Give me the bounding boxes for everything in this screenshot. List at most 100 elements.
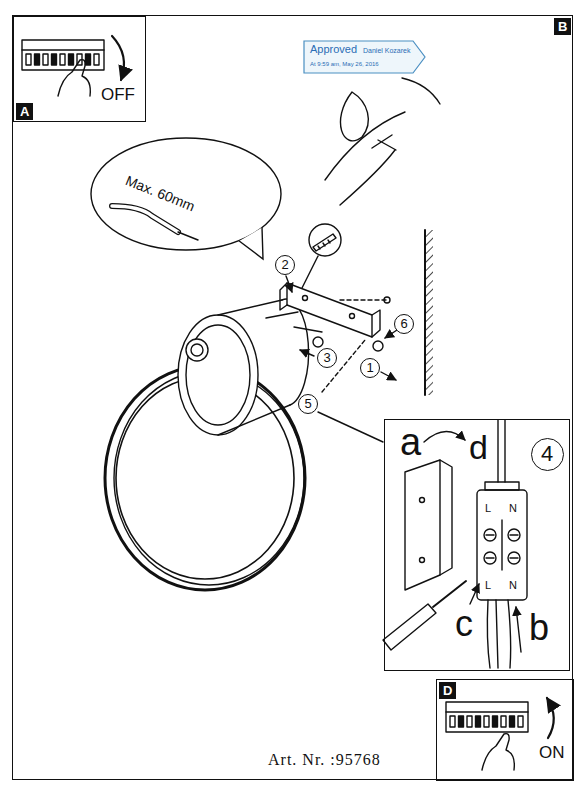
wall <box>425 230 433 395</box>
step-arrows <box>424 431 465 442</box>
detail-bracket <box>440 460 452 575</box>
detail-box: ad4LNLNcb <box>384 419 570 671</box>
breaker-switch <box>501 716 506 727</box>
screwdriver <box>383 581 466 650</box>
detail-bracket <box>420 498 425 503</box>
stamp-text: Approved <box>310 44 357 55</box>
mounting-bracket <box>385 330 397 338</box>
breaker-switch <box>459 716 464 727</box>
mounting-bracket <box>287 283 372 337</box>
breaker-switches <box>450 716 523 727</box>
step-letter: b <box>529 610 549 646</box>
wall-plug <box>318 240 330 249</box>
detail-bracket <box>405 460 440 590</box>
switch-state: ON <box>539 744 565 761</box>
mounting-bracket <box>280 283 287 310</box>
lamp-body <box>191 344 203 356</box>
terminal-block <box>510 534 518 535</box>
pen-sketch <box>372 135 396 150</box>
mounting-bracket <box>384 297 390 303</box>
stripped-wire <box>112 206 178 232</box>
bubble-tail <box>239 228 263 259</box>
wires <box>496 600 498 668</box>
mounting-bracket <box>266 312 298 318</box>
terminal-block <box>508 552 520 564</box>
approval-stamp: Approved Daniel Kozarek At 9:59 am, May 26… <box>304 41 425 73</box>
wall-plug <box>302 224 341 288</box>
step-panel: DON <box>436 679 574 781</box>
breaker-switch <box>52 54 57 65</box>
terminal-block <box>508 529 520 541</box>
dimension-label: Max. 60mm <box>124 173 197 213</box>
mounting-bracket <box>266 276 397 442</box>
breaker-switch <box>450 716 455 727</box>
breaker-switch <box>60 54 65 65</box>
lamp-body <box>178 315 258 435</box>
breaker-switch <box>510 716 515 727</box>
wall-plug <box>302 256 318 288</box>
mounting-bracket <box>286 276 292 292</box>
step-arrows <box>470 584 479 604</box>
turn-arrow <box>112 36 124 80</box>
pen-sketch <box>340 150 395 205</box>
pen-sketch <box>325 78 440 205</box>
article-number: Art. Nr. :95768 <box>268 752 381 768</box>
breaker-switch <box>493 716 498 727</box>
terminal-label: N <box>509 503 517 514</box>
pen-sketch <box>402 78 440 104</box>
step-panel: OFFA <box>13 16 146 122</box>
wires <box>497 420 498 482</box>
breaker-switch <box>467 716 472 727</box>
terminal-block <box>501 520 502 570</box>
stamp-text: Daniel Kozarek <box>363 47 410 54</box>
pen-sketch <box>325 112 405 180</box>
terminal-block <box>484 552 496 564</box>
breaker-switch <box>26 54 31 65</box>
terminal-label: N <box>509 580 517 591</box>
wall-plug <box>313 234 336 251</box>
callout-bubble: Max. 60mm <box>91 138 281 250</box>
breaker-switch <box>43 54 48 65</box>
wires <box>487 600 490 668</box>
lamp-body <box>186 339 208 361</box>
wall <box>425 230 433 395</box>
lamp-body <box>178 299 309 435</box>
callout-number: 6 <box>394 314 414 334</box>
hand <box>58 60 90 96</box>
wall <box>424 230 426 395</box>
step-tag: B <box>554 18 571 35</box>
screwdriver <box>433 581 466 607</box>
mounting-bracket <box>300 350 314 356</box>
breaker-panel-on <box>446 711 528 712</box>
wires <box>487 420 510 668</box>
terminal-block <box>485 482 519 490</box>
mounting-bracket <box>381 372 396 380</box>
lamp-body <box>186 325 250 425</box>
callout-bubble-outline <box>91 138 281 250</box>
panel-frame: B OFFA Approved Daniel Kozarek At 9:59 am, M… <box>12 15 573 780</box>
step-letter: c <box>455 606 473 642</box>
hand <box>482 734 514 770</box>
breaker-switches <box>26 54 99 65</box>
breaker-panel-off <box>22 40 104 70</box>
screwdriver <box>383 604 436 650</box>
mounting-bracket <box>318 412 383 442</box>
terminal-block <box>486 534 494 535</box>
stamp-text: At 9:59 am, May 26, 2016 <box>310 61 379 67</box>
breaker-switch <box>518 716 523 727</box>
lamp-body <box>218 300 282 315</box>
breaker-panel-off <box>22 49 104 50</box>
breaker-switch <box>484 716 489 727</box>
assembly-illustration <box>22 36 554 770</box>
turn-arrow <box>547 698 554 738</box>
breaker-switch <box>35 54 40 65</box>
callout-number: 2 <box>275 255 295 275</box>
step-tag: A <box>16 103 33 120</box>
callout-number: 3 <box>317 348 337 368</box>
terminal-label: L <box>485 503 491 514</box>
mounting-bracket <box>340 299 386 300</box>
step-arrows <box>424 431 521 652</box>
breaker-panel-on <box>446 702 528 732</box>
callout-number: 1 <box>360 358 380 378</box>
